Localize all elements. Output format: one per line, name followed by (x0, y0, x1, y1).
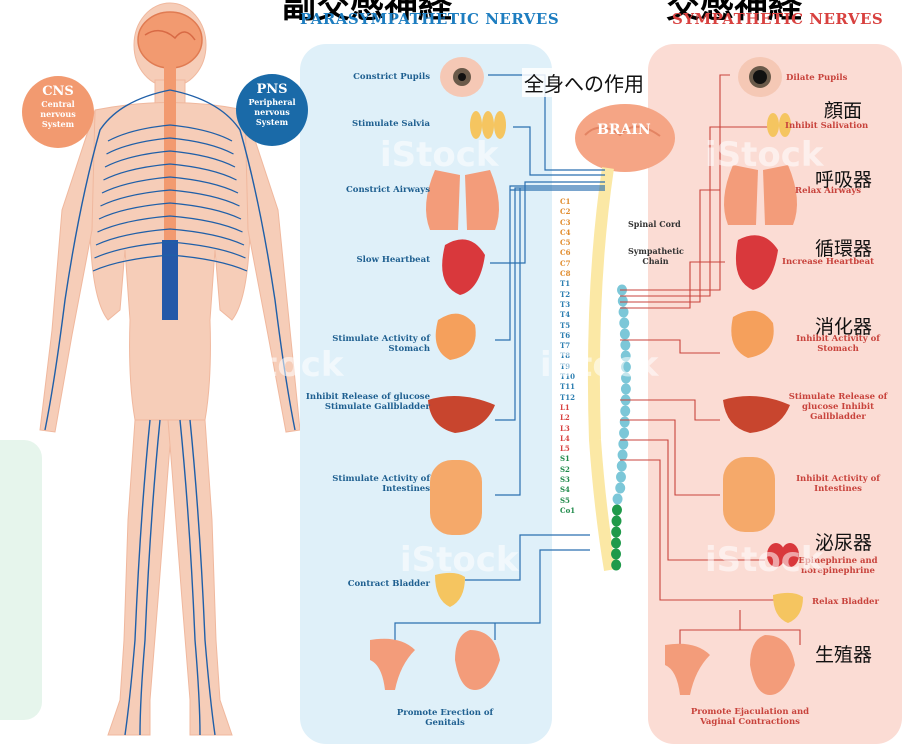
sympathetic-chain-label: Sympathetic Chain (628, 246, 683, 266)
para-label-slow-heartbeat: Slow Heartbeat (305, 256, 430, 266)
sym-label-intestines: Inhibit Activity of Intestines (788, 475, 888, 495)
vertebra-label: Co1 (560, 507, 575, 517)
sympathetic-chain-bead (611, 560, 621, 571)
sympathetic-chain-bead (618, 450, 628, 461)
sym-label-bladder: Relax Bladder (812, 597, 879, 607)
para-label-intestines: Stimulate Activity of Intestines (305, 475, 430, 495)
sympathetic-chain-bead (618, 296, 628, 307)
sympathetic-chain-bead (620, 406, 630, 417)
overlay-title: 全身への作用 (522, 68, 646, 97)
sympathetic-chain-bead (621, 384, 631, 395)
sympathetic-chain-bead (611, 527, 621, 538)
cns-title: CNS (22, 84, 94, 99)
watermark: iStock (225, 345, 344, 385)
sympathetic-chain-bead (620, 417, 630, 428)
para-genital-icons (360, 620, 550, 700)
para-label-stimulate-salvia: Stimulate Salvia (305, 120, 430, 130)
sympathetic-chain-bead (619, 318, 629, 329)
pns-badge: PNS Peripheral nervous System (236, 74, 308, 146)
pns-line3: System (236, 117, 308, 127)
cns-line2: nervous (22, 109, 94, 119)
para-label-bladder: Contract Bladder (305, 580, 430, 590)
jp-label-circulatory: 循環器 (815, 234, 872, 261)
jp-label-digestive: 消化器 (815, 312, 872, 339)
watermark: iStock (705, 540, 824, 580)
cns-line1: Central (22, 99, 94, 109)
jp-label-face: 顔面 (824, 96, 862, 123)
watermark: iStock (380, 135, 499, 175)
pns-line2: nervous (236, 107, 308, 117)
sympathetic-chain-bead (620, 329, 630, 340)
vertebra-label: L2 (560, 414, 575, 424)
para-label-constrict-pupils: Constrict Pupils (305, 73, 430, 83)
sympathetic-chain-bead (617, 461, 627, 472)
pns-line1: Peripheral (236, 97, 308, 107)
jp-label-reproductive: 生殖器 (815, 640, 872, 667)
sym-label-gallbladder: Stimulate Release of glucose Inhibit Gal… (788, 393, 888, 422)
pns-title: PNS (236, 82, 308, 97)
sym-label-genitals: Promote Ejaculation and Vaginal Contract… (690, 708, 810, 728)
sympathetic-header: SYMPATHETIC NERVES (672, 10, 883, 28)
parasympathetic-header: PARASYMPATHETIC NERVES (300, 10, 559, 28)
cns-line3: System (22, 119, 94, 129)
sympathetic-chain-bead (615, 483, 625, 494)
sympathetic-chain-bead (612, 505, 622, 516)
watermark: iStock (705, 135, 824, 175)
watermark: iStock (540, 345, 659, 385)
sympathetic-chain-bead (616, 472, 626, 483)
para-label-constrict-airways: Constrict Airways (305, 186, 430, 196)
sympathetic-chain-bead (611, 538, 621, 549)
sympathetic-chain-bead (613, 494, 623, 505)
watermark: iStock (400, 540, 519, 580)
brain-label-wrap: BRAIN (555, 158, 651, 184)
brain-label: BRAIN (597, 122, 651, 138)
para-label-gallbladder: Inhibit Release of glucose Stimulate Gal… (305, 393, 430, 413)
para-label-genitals: Promote Erection of Genitals (395, 708, 495, 728)
cns-badge: CNS Central nervous System (22, 76, 94, 148)
sympathetic-chain-bead (612, 516, 622, 527)
sympathetic-chain-bead (619, 428, 629, 439)
spinal-cord-label: Spinal Cord (628, 219, 681, 229)
sympathetic-chain-bead (611, 549, 621, 560)
sym-label-pupils: Dilate Pupils (786, 73, 847, 83)
